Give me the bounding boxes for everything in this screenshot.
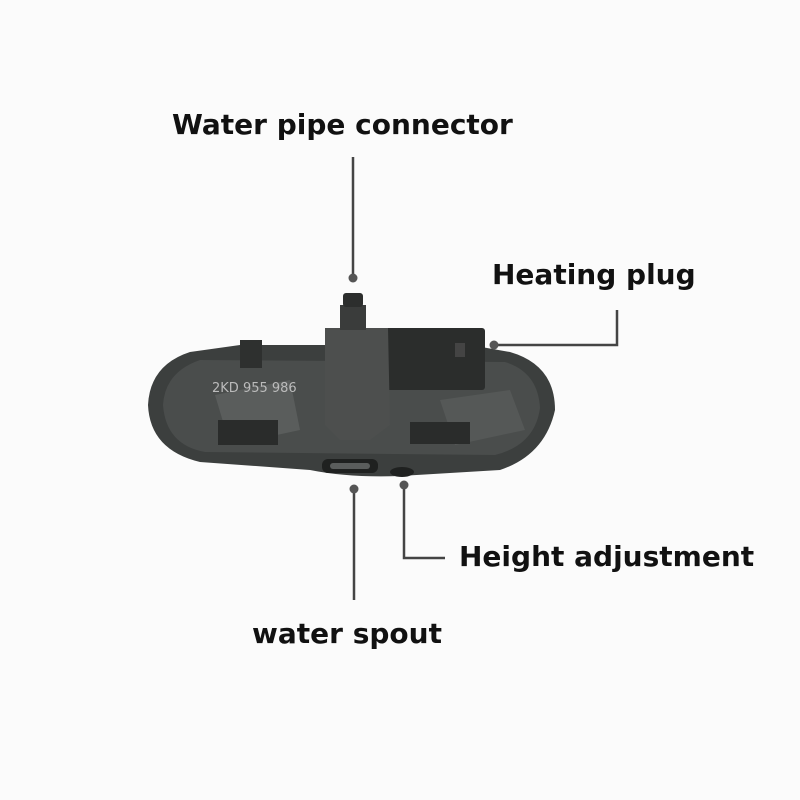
dot-heating-plug [489,340,499,350]
leader-lines [351,157,619,600]
leader-heating-plug [494,310,619,347]
washer-nozzle-part: 2KD 955 986 [148,293,555,477]
leader-dots [348,273,499,494]
leader-height-adjustment [402,485,445,560]
dot-height-adjustment [399,480,409,490]
label-height-adjustment: Height adjustment [459,540,755,573]
label-water-spout: water spout [252,617,442,650]
label-water-pipe-connector: Water pipe connector [172,108,513,141]
part-marking: 2KD 955 986 [212,381,297,396]
dot-water-spout [349,484,359,494]
label-heating-plug: Heating plug [492,258,696,291]
dot-water-pipe-connector [348,273,358,283]
